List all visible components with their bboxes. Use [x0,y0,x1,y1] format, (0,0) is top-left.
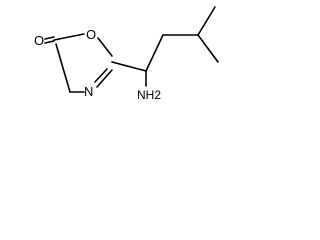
ring-bond-c5-o1 [53,33,85,41]
bond-c2-calpha [111,61,147,72]
carbonyl-double-bond-b [44,40,55,44]
chemical-structure: O O N NH2 [34,6,219,102]
carbonyl-double-bond-a [44,36,55,40]
ring-bond-c2-n3 [96,69,113,88]
carbonyl-oxygen-label: O [34,33,44,48]
ring-nitrogen-label: N [84,84,93,99]
ring-bond-c4-c5 [55,43,71,93]
ring-bond-o1-c2 [97,37,113,57]
ring-bond-c2-n3-inner [94,68,108,83]
bond-ch-methyl-up [197,6,216,36]
bond-ch-methyl-down [197,34,219,63]
amino-group-label: NH2 [137,88,161,102]
ring-oxygen-label: O [86,27,96,42]
bond-calpha-ch2 [145,34,164,72]
